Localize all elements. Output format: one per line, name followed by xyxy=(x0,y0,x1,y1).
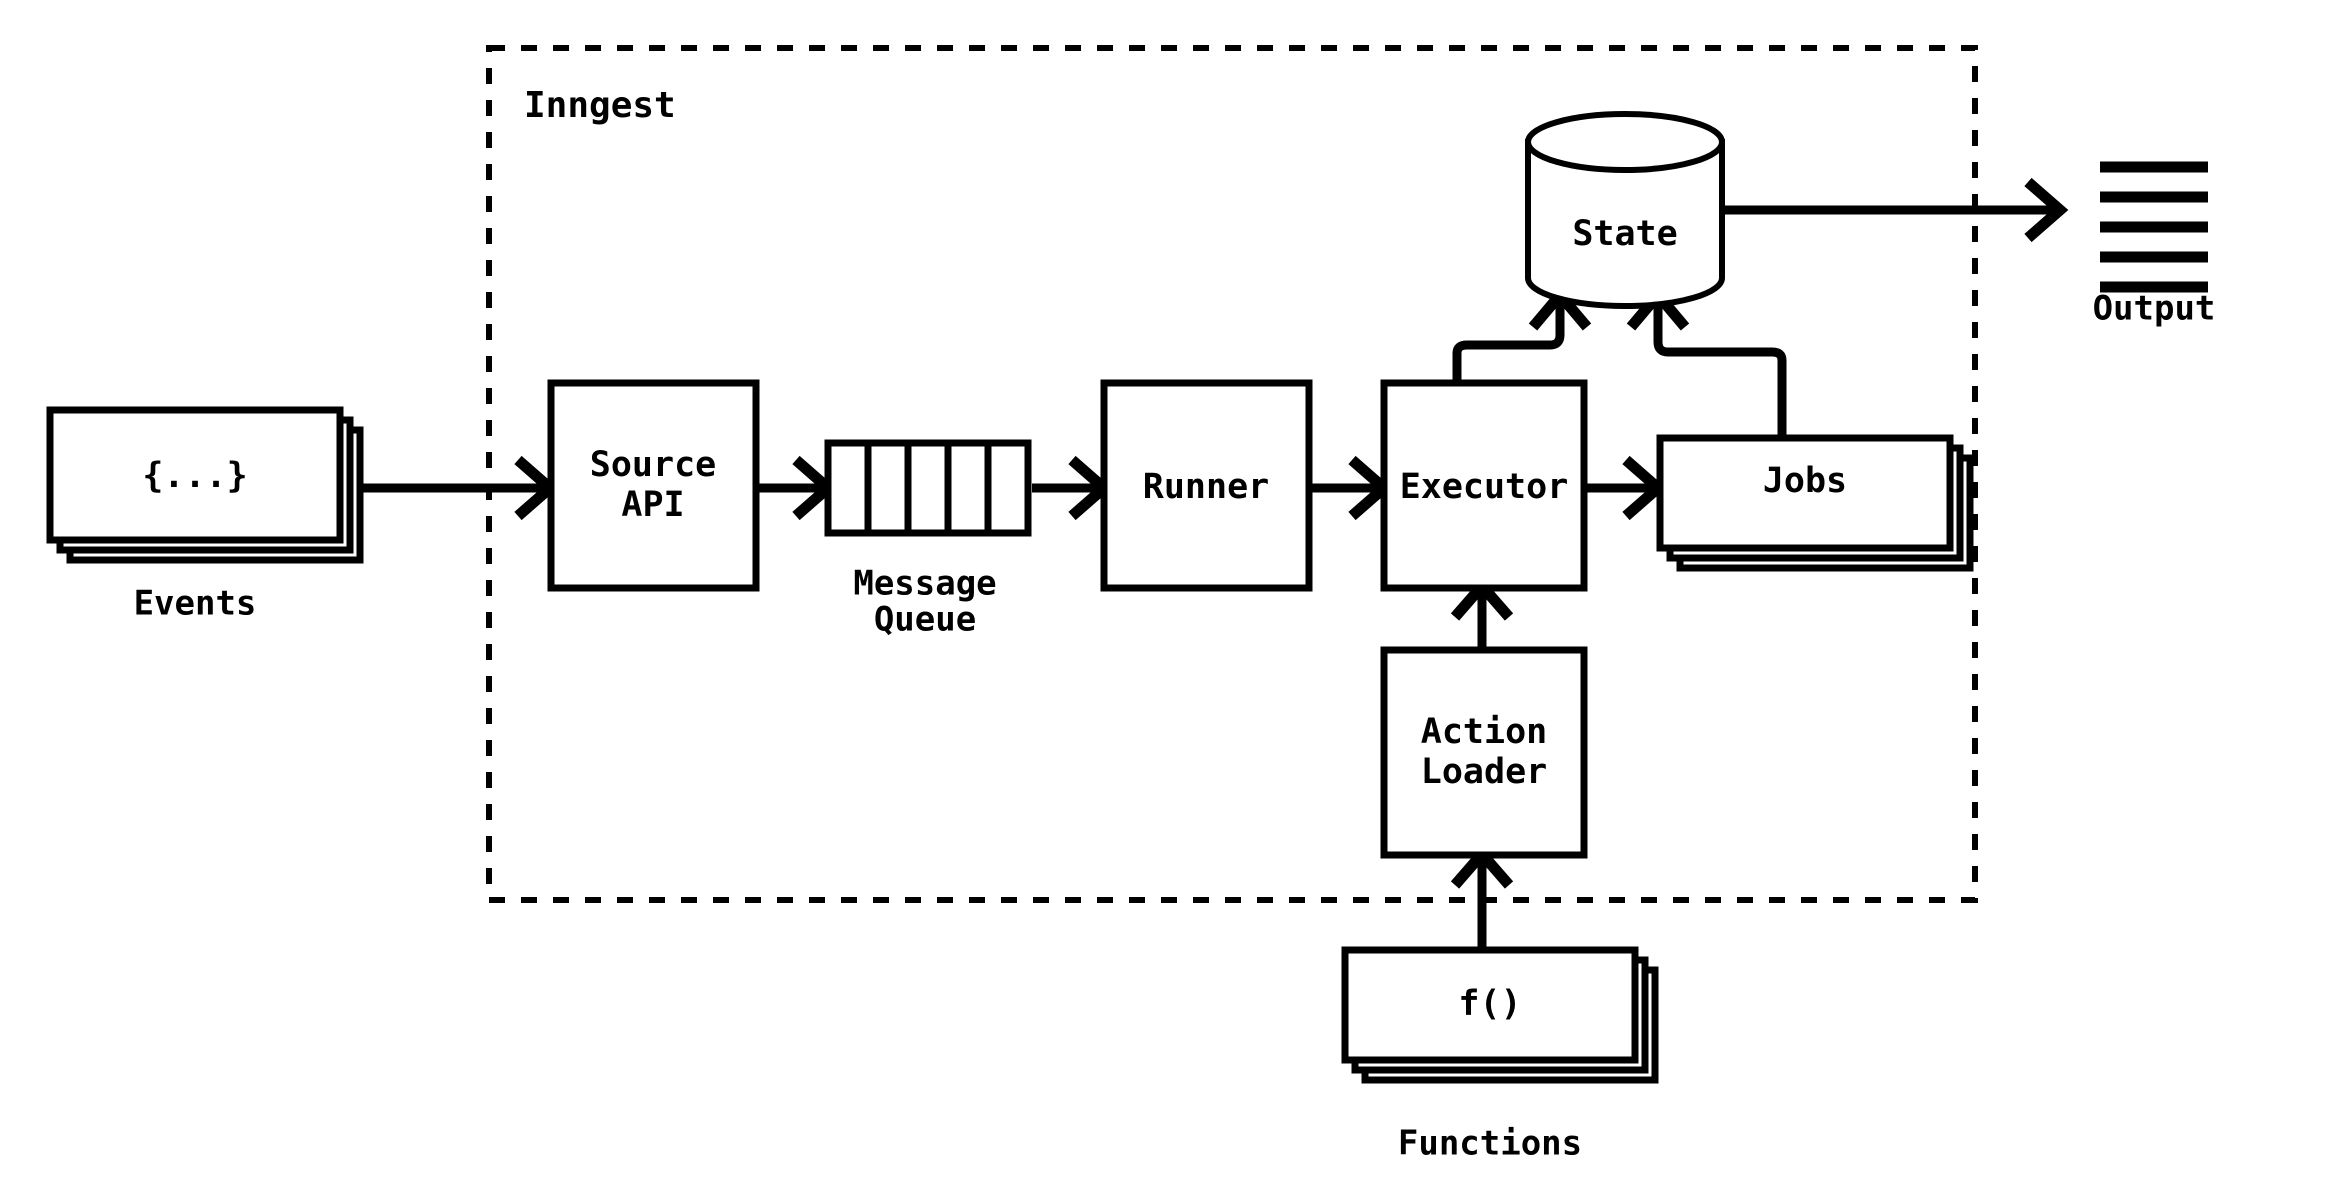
node-source-api-line1: Source xyxy=(590,445,716,485)
node-output-label: Output xyxy=(2093,289,2216,329)
edge-jobs-to-state xyxy=(1626,286,1787,438)
edge-executor-to-state xyxy=(1452,286,1592,392)
inngest-container-title: Inngest xyxy=(524,85,676,126)
edge-runner-to-executor xyxy=(1312,455,1393,521)
node-action-loader-line2: Loader xyxy=(1421,752,1547,792)
node-message-queue-label-line2: Queue xyxy=(874,600,976,640)
node-message-queue[interactable] xyxy=(824,439,1032,537)
node-functions-label: Functions xyxy=(1398,1124,1582,1164)
edge-state-to-output xyxy=(1722,177,2069,243)
edge-action-loader-to-executor xyxy=(1450,577,1514,650)
node-executor[interactable]: Executor xyxy=(1380,379,1588,592)
node-source-api-line2: API xyxy=(621,485,684,525)
node-functions[interactable]: f() xyxy=(1341,946,1659,1084)
node-runner-text: Runner xyxy=(1143,467,1269,507)
node-jobs-text: Jobs xyxy=(1763,461,1847,501)
node-events-text: {...} xyxy=(142,456,247,496)
edge-message-queue-to-runner xyxy=(1032,455,1113,521)
node-events[interactable]: {...} xyxy=(46,406,364,564)
edge-source-api-to-message-queue xyxy=(756,455,837,521)
node-state-text: State xyxy=(1572,214,1677,254)
node-executor-text: Executor xyxy=(1400,467,1569,507)
node-message-queue-label-line1: Message xyxy=(853,564,996,604)
node-functions-text: f() xyxy=(1458,984,1521,1024)
node-action-loader-line1: Action xyxy=(1421,712,1547,752)
inngest-container-border xyxy=(486,45,1978,903)
edge-executor-to-jobs xyxy=(1586,455,1667,521)
node-action-loader[interactable]: Action Loader xyxy=(1380,646,1588,859)
output-lines-icon[interactable] xyxy=(2100,161,2208,293)
node-runner[interactable]: Runner xyxy=(1100,379,1313,592)
node-jobs[interactable]: Jobs xyxy=(1656,434,1974,572)
node-state[interactable]: State xyxy=(1525,111,1725,309)
node-events-label: Events xyxy=(134,584,257,624)
edge-events-to-source-api xyxy=(348,455,559,521)
node-source-api[interactable]: Source API xyxy=(547,379,760,592)
